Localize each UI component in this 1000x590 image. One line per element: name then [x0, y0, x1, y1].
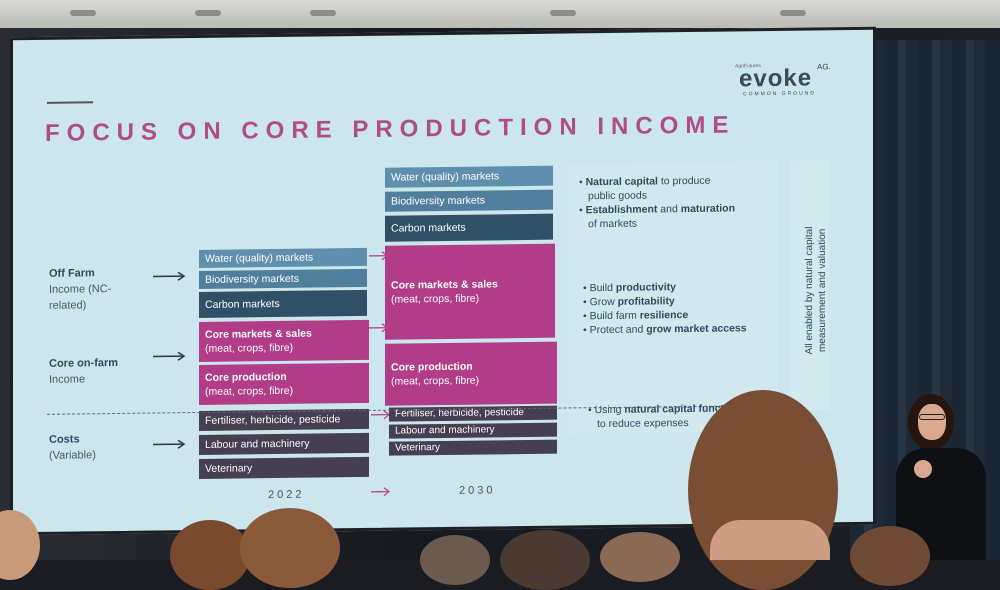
costs-sub: (Variable)	[49, 447, 96, 464]
logo-subtitle: COMMON GROUND	[743, 90, 816, 97]
costs-title: Costs	[49, 431, 96, 448]
off-farm-sub1: Income (NC-	[49, 281, 111, 298]
arrow-right-icon	[153, 438, 187, 450]
2022-labour: Labour and machinery	[199, 433, 369, 455]
audience-head	[0, 510, 40, 580]
bullet-item: • Establishment and maturation	[579, 201, 735, 217]
2022-core-production: Core production (meat, crops, fibre)	[199, 363, 369, 405]
2030-biodiversity-markets: Biodiversity markets	[385, 190, 553, 212]
pink-arrow-icon	[371, 486, 391, 498]
evoke-logo: AgriFutures evoke AG. COMMON GROUND	[735, 62, 835, 101]
bullets-natural-capital: • Natural capital to produce public good…	[579, 173, 735, 231]
2022-biodiversity-markets: Biodiversity markets	[199, 269, 367, 289]
2030-carbon-markets: Carbon markets	[385, 214, 553, 242]
enabler-line-2: measurement and valuation	[817, 229, 828, 353]
audience-head	[420, 535, 490, 585]
2022-water-markets: Water (quality) markets	[199, 248, 367, 268]
bullet-item: • Using natural capital functi	[588, 402, 727, 418]
presenter-hand	[914, 460, 932, 478]
arrow-right-icon	[153, 270, 187, 282]
costs-label: Costs (Variable)	[49, 431, 96, 464]
audience-head	[240, 508, 340, 588]
core-sub: Income	[49, 371, 118, 388]
2030-core-production-title: Core production	[391, 360, 473, 375]
enabler-line-1: All enabled by natural capital	[804, 227, 815, 355]
2022-core-production-sub: (meat, crops, fibre)	[205, 384, 293, 399]
ceiling-light	[550, 10, 576, 16]
audience	[0, 500, 1000, 560]
audience-head	[600, 532, 680, 582]
logo-wordmark: evoke	[739, 64, 812, 93]
2030-core-markets-title: Core markets & sales	[391, 277, 498, 292]
2030-core-production: Core production (meat, crops, fibre)	[385, 342, 557, 406]
2030-veterinary: Veterinary	[389, 440, 557, 456]
ceiling-light	[310, 10, 336, 16]
2022-carbon-markets: Carbon markets	[199, 290, 367, 318]
2022-core-production-title: Core production	[205, 370, 287, 385]
2022-core-markets-sub: (meat, crops, fibre)	[205, 341, 293, 356]
ceiling-light	[780, 10, 806, 16]
ceiling-light	[70, 10, 96, 16]
2030-water-markets: Water (quality) markets	[385, 166, 553, 188]
audience-head	[850, 526, 930, 586]
2030-core-markets-sub: (meat, crops, fibre)	[391, 292, 479, 307]
title-rule	[47, 101, 93, 104]
audience-head	[500, 530, 590, 590]
ceiling-light	[195, 10, 221, 16]
glasses-icon	[919, 414, 945, 420]
2022-veterinary: Veterinary	[199, 457, 369, 479]
core-title: Core on-farm	[49, 355, 118, 372]
off-farm-sub2: related)	[49, 297, 111, 314]
2030-core-markets: Core markets & sales (meat, crops, fibre…	[385, 244, 555, 340]
2030-core-production-sub: (meat, crops, fibre)	[391, 374, 479, 389]
foreground-head	[688, 390, 838, 590]
bullets-productivity: • Build productivity • Grow profitabilit…	[583, 279, 747, 337]
bullet-item-cont: of markets	[579, 215, 735, 231]
bullet-item: • Protect and grow market access	[583, 321, 747, 337]
presenter-face	[918, 404, 946, 440]
foreground-neck	[710, 520, 830, 560]
off-farm-title: Off Farm	[49, 265, 111, 282]
arrow-right-icon	[153, 350, 187, 362]
ceiling	[0, 0, 1000, 30]
logo-ag: AG.	[817, 62, 831, 71]
core-on-farm-label: Core on-farm Income	[49, 355, 118, 388]
off-farm-label: Off Farm Income (NC- related)	[49, 265, 111, 314]
slide-title: FOCUS ON CORE PRODUCTION INCOME	[45, 111, 735, 147]
2022-core-markets: Core markets & sales (meat, crops, fibre…	[199, 320, 369, 362]
audience-head	[170, 520, 250, 590]
year-2030-label: 2030	[459, 484, 495, 496]
2030-labour: Labour and machinery	[389, 423, 557, 439]
2022-core-markets-title: Core markets & sales	[205, 327, 312, 342]
